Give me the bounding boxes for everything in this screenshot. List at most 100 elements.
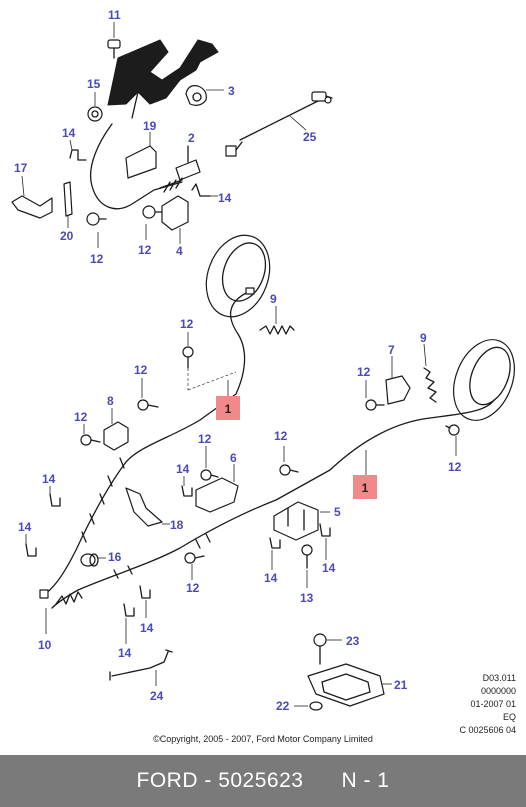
footer-bar: FORD - 5025623 N - 1 — [0, 755, 526, 807]
callout-3: 3 — [228, 84, 235, 98]
callout-5: 5 — [334, 505, 341, 519]
callout-14: 14 — [18, 520, 32, 534]
nut-icon — [309, 701, 323, 711]
callout-6: 6 — [230, 451, 237, 465]
callout-10: 10 — [38, 638, 52, 652]
callout-14: 14 — [264, 571, 278, 585]
bracket-icon — [103, 421, 129, 451]
bolt-icon — [279, 464, 299, 476]
grommet-icon — [80, 553, 99, 567]
callout-13: 13 — [300, 591, 314, 605]
callout-12: 12 — [198, 432, 212, 446]
clip-icon — [319, 523, 331, 537]
callout-24: 24 — [150, 689, 164, 703]
footer-separator: - — [198, 769, 219, 792]
footer-brand: FORD — [136, 769, 199, 792]
bolt-icon — [313, 633, 327, 665]
doc-code: EQ — [502, 712, 516, 722]
bolt-icon — [301, 544, 313, 569]
bolt-icon — [142, 205, 163, 219]
bolt-icon — [137, 399, 159, 411]
clip-icon — [139, 585, 151, 599]
callout-18: 18 — [170, 518, 184, 532]
callout-23: 23 — [346, 634, 360, 648]
brake-drum-left — [205, 234, 271, 318]
callout-8: 8 — [107, 394, 114, 408]
callout-14: 14 — [140, 621, 154, 635]
bolt-icon — [184, 552, 205, 564]
callout-14: 14 — [42, 472, 56, 486]
callout-16: 16 — [108, 550, 122, 564]
callout-12: 12 — [180, 317, 194, 331]
nut-icon — [87, 106, 103, 122]
bolt-icon — [445, 424, 460, 436]
ref-badge-1-left: 1 — [216, 396, 240, 420]
spring-icon — [259, 325, 295, 335]
bolt-icon — [365, 399, 385, 411]
svg-text:1: 1 — [225, 402, 232, 416]
callout-14: 14 — [118, 646, 132, 660]
bracket-icon — [63, 181, 73, 217]
bolt-icon — [86, 212, 107, 226]
equalizer-icon — [175, 145, 201, 181]
bracket-icon — [125, 145, 157, 179]
clip-icon — [49, 493, 61, 507]
callout-25: 25 — [303, 130, 317, 144]
doc-code: D03.011 — [482, 673, 516, 683]
callout-14: 14 — [322, 561, 336, 575]
callout-22: 22 — [276, 699, 290, 713]
bracket-icon — [385, 375, 411, 405]
footer-page: N - 1 — [341, 769, 390, 792]
bolt-icon — [80, 434, 101, 446]
callout-12: 12 — [90, 252, 104, 266]
clip-icon — [185, 85, 207, 106]
clip-icon — [181, 485, 193, 497]
doc-code: 01-2007 01 — [470, 699, 516, 709]
callout-12: 12 — [134, 363, 148, 377]
handbrake-lever — [107, 39, 219, 106]
callout-14: 14 — [218, 191, 232, 205]
bracket-icon — [195, 477, 239, 513]
callout-7: 7 — [388, 343, 395, 357]
clip-icon — [269, 537, 281, 549]
bracket-icon — [273, 501, 319, 541]
front-cable — [90, 123, 183, 210]
svg-text:1: 1 — [362, 481, 369, 495]
document-codes: D03.011 0000000 01-2007 01 EQ C 0025606 … — [459, 672, 516, 737]
bolt-icon — [182, 346, 194, 369]
callout-14: 14 — [176, 462, 190, 476]
brake-drum-right — [453, 339, 515, 421]
callout-19: 19 — [143, 119, 157, 133]
callout-12: 12 — [357, 365, 371, 379]
rear-cable-right — [51, 399, 495, 609]
callout-9: 9 — [270, 292, 277, 306]
spring-icon — [423, 367, 437, 403]
callout-14: 14 — [62, 126, 76, 140]
callout-12: 12 — [74, 410, 88, 424]
callout-20: 20 — [60, 229, 74, 243]
callout-21: 21 — [394, 678, 408, 692]
callout-4: 4 — [176, 244, 183, 258]
bolt-icon — [107, 39, 121, 59]
callout-17: 17 — [14, 161, 28, 175]
doc-code: C 0025606 04 — [459, 725, 516, 735]
callout-12: 12 — [138, 243, 152, 257]
callout-12: 12 — [274, 429, 288, 443]
clip-icon — [191, 183, 211, 197]
ref-badge-1-right: 1 — [353, 475, 377, 499]
parts-diagram: 1 1 11 15 3 25 14 19 2 17 20 12 12 4 14 … — [11, 8, 515, 713]
plate-icon — [307, 663, 385, 707]
callout-11: 11 — [108, 8, 121, 22]
clip-icon — [25, 543, 37, 557]
callout-9: 9 — [420, 331, 427, 345]
callout-15: 15 — [87, 77, 101, 91]
doc-code: 0000000 — [480, 686, 516, 696]
copyright-notice: ©Copyright, 2005 - 2007, Ford Motor Comp… — [153, 734, 373, 744]
sensor-wire — [225, 91, 333, 157]
rod-icon — [111, 651, 169, 677]
bracket-icon — [161, 195, 189, 231]
rear-cable-left — [41, 291, 249, 597]
clip-icon — [69, 149, 87, 161]
bolt-icon — [200, 469, 219, 481]
bracket-icon — [11, 195, 53, 219]
